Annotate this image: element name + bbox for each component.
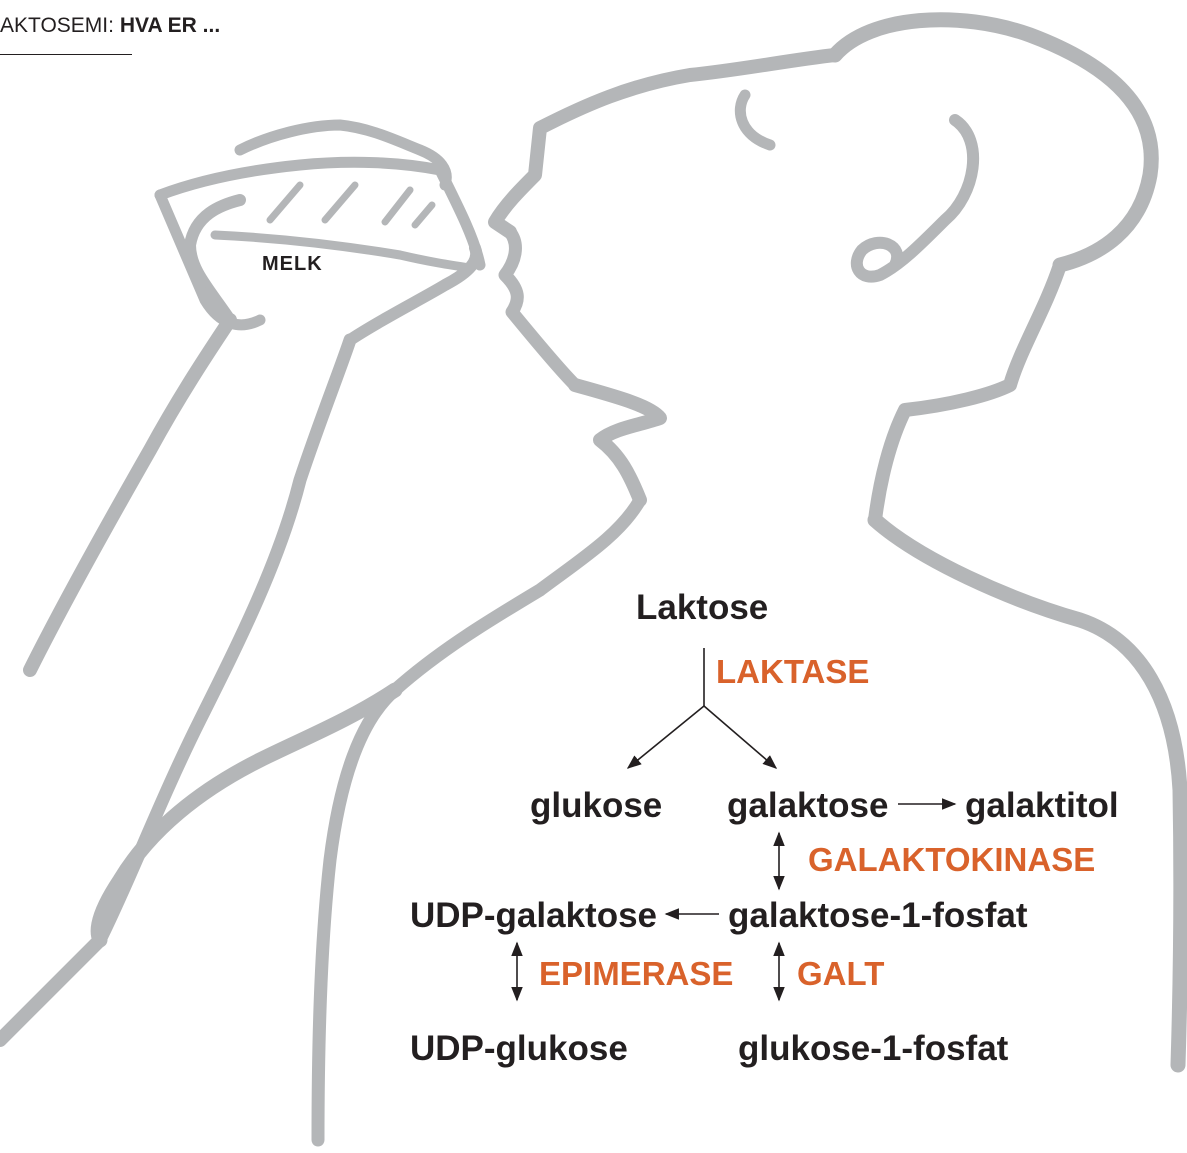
arrow-to-glucose <box>628 706 704 768</box>
galactose-1-phosphate-label: galaktose-1-fosfat <box>728 898 1028 933</box>
arrow-to-galactose <box>704 706 776 768</box>
galactokinase-enzyme-label: GALAKTOKINASE <box>808 843 1095 876</box>
galactose-label: galaktose <box>727 788 888 823</box>
lactose-label: Laktose <box>636 590 768 625</box>
lactase-enzyme-label: LAKTASE <box>716 655 869 688</box>
udp-galactose-label: UDP-galaktose <box>410 898 657 933</box>
galactitol-label: galaktitol <box>965 788 1119 823</box>
glucose-1-phosphate-label: glukose-1-fosfat <box>738 1031 1008 1066</box>
glucose-label: glukose <box>530 788 662 823</box>
milk-label: MELK <box>262 254 323 274</box>
udp-glucose-label: UDP-glukose <box>410 1031 628 1066</box>
epimerase-enzyme-label: EPIMERASE <box>539 957 733 990</box>
galt-enzyme-label: GALT <box>797 957 884 990</box>
